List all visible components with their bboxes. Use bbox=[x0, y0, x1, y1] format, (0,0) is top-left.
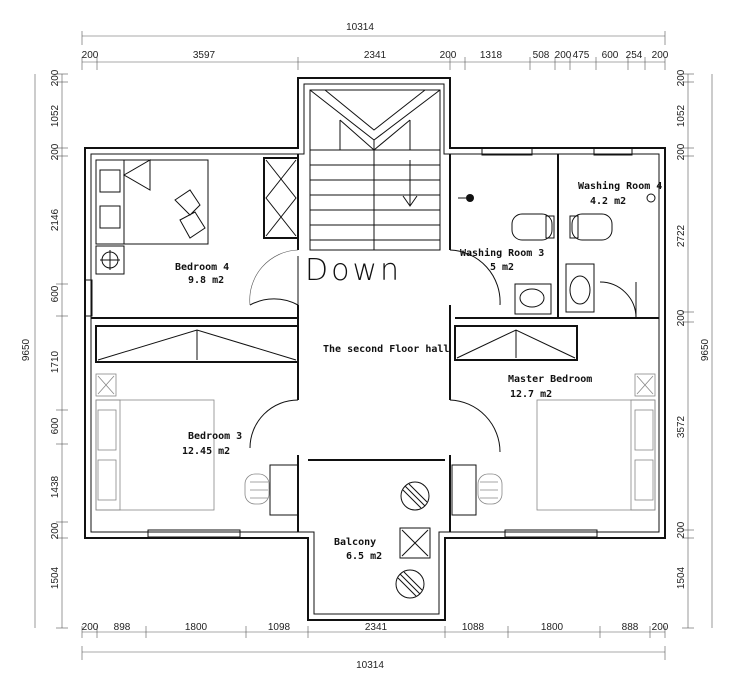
windows bbox=[84, 147, 633, 538]
left-dimension-labels: 200 1052 200 2146 600 1710 600 1438 200 1504 bbox=[50, 69, 61, 589]
bedroom4-area: 9.8 m2 bbox=[188, 275, 224, 286]
doors bbox=[249, 249, 637, 453]
dimension-label: 1504 bbox=[676, 566, 687, 589]
dimension-label: 200 bbox=[676, 69, 687, 86]
dimension-label: 1438 bbox=[50, 475, 61, 498]
dimension-label: 200 bbox=[676, 143, 687, 160]
dimension-label: 508 bbox=[533, 50, 550, 61]
master-area: 12.7 m2 bbox=[510, 389, 552, 400]
balcony-furniture bbox=[395, 481, 431, 599]
bedroom3-area: 12.45 m2 bbox=[182, 446, 230, 457]
dimension-label: 200 bbox=[676, 309, 687, 326]
bedroom3-name: Bedroom 3 bbox=[188, 431, 242, 442]
dimension-label: 1800 bbox=[541, 622, 564, 633]
exterior-walls bbox=[84, 77, 666, 621]
dimension-ticks bbox=[56, 57, 694, 638]
dimension-label: 600 bbox=[50, 285, 61, 302]
dimension-label: 600 bbox=[50, 417, 61, 434]
bottom-dimension-labels: 200 898 1800 1098 2341 1088 1800 888 200 bbox=[82, 622, 669, 633]
staircase bbox=[309, 89, 441, 251]
dimension-label: 2341 bbox=[364, 50, 387, 61]
dimension-label: 200 bbox=[82, 50, 99, 61]
left-total-dim: 9650 bbox=[21, 338, 32, 361]
dimension-label: 200 bbox=[555, 50, 572, 61]
dimension-label: 898 bbox=[114, 622, 131, 633]
right-total-dim: 9650 bbox=[700, 338, 711, 361]
washing3-name: Washing Room 3 bbox=[460, 247, 544, 259]
dimension-label: 2146 bbox=[50, 208, 61, 231]
interior-walls bbox=[91, 154, 659, 532]
bedroom4-furniture bbox=[95, 157, 299, 275]
dimension-label: 888 bbox=[622, 622, 639, 633]
dimension-lines bbox=[34, 31, 713, 660]
dimension-label: 200 bbox=[652, 622, 669, 633]
dimension-label: 1088 bbox=[462, 622, 485, 633]
master-name: Master Bedroom bbox=[508, 374, 592, 385]
dimension-label: 200 bbox=[652, 50, 669, 61]
washing3-area: 5 m2 bbox=[490, 262, 514, 273]
wardrobes bbox=[95, 325, 578, 363]
dimension-label: 254 bbox=[626, 50, 643, 61]
hall-name: The second Floor hall bbox=[323, 344, 449, 355]
bottom-total-dim: 10314 bbox=[356, 660, 384, 671]
bedroom3-furniture bbox=[95, 373, 299, 516]
dimension-label: 1052 bbox=[50, 104, 61, 127]
top-total-dim: 10314 bbox=[346, 22, 374, 33]
dimension-label: 1052 bbox=[676, 104, 687, 127]
stair-down-label: Down bbox=[305, 253, 402, 288]
dimension-label: 3597 bbox=[193, 50, 216, 61]
room-labels: Bedroom 4 9.8 m2 Washing Room 3 5 m2 Was… bbox=[175, 180, 662, 562]
dimension-label: 600 bbox=[602, 50, 619, 61]
dimension-label: 200 bbox=[50, 143, 61, 160]
dimension-label: 1098 bbox=[268, 622, 291, 633]
right-dimension-labels: 200 1052 200 2722 200 3572 200 1504 bbox=[676, 69, 687, 589]
washing-room-fixtures bbox=[458, 193, 656, 315]
dimension-label: 1504 bbox=[50, 566, 61, 589]
dimension-label: 1800 bbox=[185, 622, 208, 633]
dimension-label: 1710 bbox=[50, 350, 61, 373]
dimension-label: 200 bbox=[50, 522, 61, 539]
washing4-name: Washing Room 4 bbox=[578, 180, 662, 192]
bedroom4-name: Bedroom 4 bbox=[175, 262, 229, 273]
master-bedroom-furniture bbox=[451, 373, 656, 516]
dimension-label: 475 bbox=[573, 50, 590, 61]
dimension-label: 200 bbox=[82, 622, 99, 633]
dimension-label: 3572 bbox=[676, 415, 687, 438]
dimension-label: 1318 bbox=[480, 50, 503, 61]
balcony-name: Balcony bbox=[334, 537, 376, 548]
dimension-label: 200 bbox=[50, 69, 61, 86]
dimension-label: 200 bbox=[676, 521, 687, 538]
dimension-label: 2722 bbox=[676, 224, 687, 247]
balcony-area: 6.5 m2 bbox=[346, 551, 382, 562]
dimension-label: 2341 bbox=[365, 622, 388, 633]
dimension-label: 200 bbox=[440, 50, 457, 61]
washing4-area: 4.2 m2 bbox=[590, 196, 626, 207]
